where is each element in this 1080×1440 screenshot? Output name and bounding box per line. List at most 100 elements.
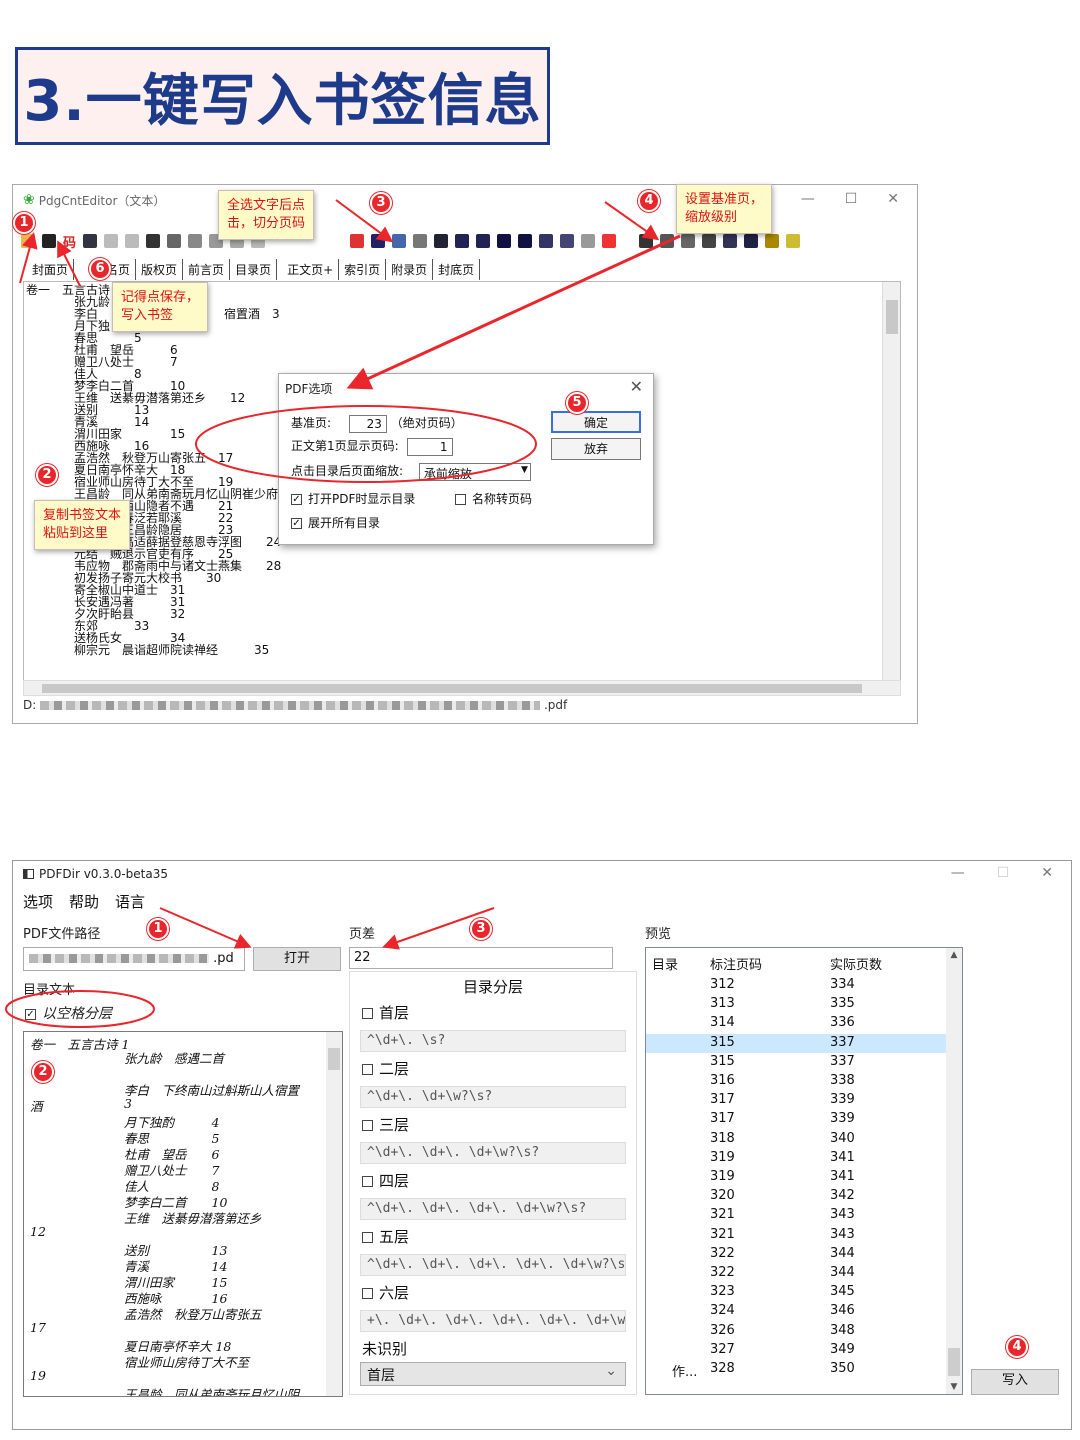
- toc-line[interactable]: 渭川田家 15: [124, 1275, 228, 1290]
- grid-icon[interactable]: [639, 234, 654, 248]
- tree-line[interactable]: 月下独: [74, 319, 111, 333]
- cancel-button[interactable]: 放弃: [551, 438, 641, 460]
- tree-line[interactable]: 卷一 五言古诗: [26, 283, 111, 297]
- tree-line[interactable]: 送别 13: [74, 403, 150, 417]
- scroll-thumb[interactable]: [948, 1348, 960, 1376]
- tree-line[interactable]: 王昌龄 同从弟南斋玩月忆山阴崔少府: [74, 487, 279, 501]
- toc-line[interactable]: 春思 5: [124, 1131, 220, 1146]
- minimize-icon[interactable]: —: [950, 865, 965, 881]
- col-header-marked-page[interactable]: 标注页码: [710, 958, 763, 973]
- tree-line[interactable]: 李白: [74, 307, 99, 321]
- tree-line[interactable]: 夕次盱眙县 32: [74, 607, 186, 621]
- level-3-regex-input[interactable]: ^\d+\. \d+\. \d+\w?\s?: [360, 1142, 626, 1164]
- tree-line[interactable]: 宿业师山房待丁大不至 19: [74, 475, 234, 489]
- toc-line[interactable]: 佳人 8: [124, 1179, 220, 1194]
- code-icon[interactable]: 码: [63, 235, 77, 251]
- toc-line[interactable]: 3: [124, 1096, 132, 1111]
- export-icon[interactable]: [660, 234, 675, 248]
- level-5-row[interactable]: 五层: [362, 1226, 409, 1247]
- frame-icon[interactable]: [581, 234, 596, 248]
- level-6-row[interactable]: 六层: [362, 1282, 409, 1303]
- tree-line[interactable]: 元结 贼退示官吏有序 25: [74, 547, 234, 561]
- name-to-page-checkbox[interactable]: [455, 494, 466, 505]
- tree-line[interactable]: 杜甫 望岳 6: [74, 343, 178, 357]
- toc-line[interactable]: 杜甫 望岳 6: [124, 1147, 220, 1162]
- tree-line[interactable]: 西施咏 16: [74, 439, 150, 453]
- name-to-page-row[interactable]: 名称转页码: [455, 490, 532, 507]
- toc-line[interactable]: 月下独酌 4: [124, 1115, 220, 1130]
- vertical-scrollbar[interactable]: ▲ ▼: [946, 948, 962, 1394]
- tree-line[interactable]: 张九龄: [74, 295, 111, 309]
- level2-icon[interactable]: [560, 234, 575, 248]
- move-down-icon[interactable]: [518, 234, 533, 248]
- base-page-input[interactable]: 23: [348, 414, 387, 433]
- level-6-checkbox[interactable]: [362, 1288, 373, 1299]
- screen-icon[interactable]: [744, 234, 759, 248]
- toc-line[interactable]: 酒: [30, 1099, 43, 1114]
- toc-line[interactable]: 12: [30, 1224, 46, 1239]
- tree-line[interactable]: 春思 5: [74, 331, 142, 345]
- move-up-icon[interactable]: [497, 234, 512, 248]
- tab-appendix[interactable]: 附录页: [386, 259, 434, 280]
- toc-line[interactable]: 19: [30, 1368, 46, 1383]
- list-icon[interactable]: [83, 234, 98, 248]
- toc-line[interactable]: 卷一 五言古诗 1: [30, 1037, 130, 1052]
- level-4-row[interactable]: 四层: [362, 1170, 409, 1191]
- save-icon[interactable]: [42, 234, 56, 248]
- toc-line[interactable]: 青溪 14: [124, 1259, 228, 1274]
- expand-all-checkbox[interactable]: ✓: [291, 518, 302, 529]
- scroll-thumb[interactable]: [886, 300, 898, 334]
- vertical-scrollbar[interactable]: [326, 1032, 342, 1396]
- toc-line[interactable]: 张九龄 感遇二首: [124, 1051, 225, 1066]
- scroll-thumb[interactable]: [42, 684, 862, 693]
- close-icon[interactable]: ✕: [1041, 865, 1053, 881]
- level-1-row[interactable]: 首层: [362, 1002, 409, 1023]
- toc-line[interactable]: 李白 下终南山过斛斯山人宿置: [124, 1083, 300, 1098]
- plus-icon[interactable]: [413, 234, 428, 248]
- tab-body[interactable]: 正文页+: [277, 259, 340, 280]
- level-3-checkbox[interactable]: [362, 1120, 373, 1131]
- level-4-regex-input[interactable]: ^\d+\. \d+\. \d+\. \d+\w?\s?: [360, 1198, 626, 1220]
- pdf-path-input[interactable]: .pd: [23, 947, 245, 971]
- show-toc-checkbox[interactable]: ✓: [291, 494, 302, 505]
- level-5-regex-input[interactable]: ^\d+\. \d+\. \d+\. \d+\. \d+\w?\s?: [360, 1254, 626, 1276]
- minimize-icon[interactable]: —: [800, 191, 815, 207]
- outdent-icon[interactable]: [476, 234, 491, 248]
- tree-line[interactable]: 渭川田家 15: [74, 427, 186, 441]
- redo-icon[interactable]: [188, 234, 203, 248]
- toc-line[interactable]: 孟浩然 秋登万山寄张五: [124, 1307, 262, 1322]
- tree-line[interactable]: 长安遇冯著 31: [74, 595, 186, 609]
- toc-line[interactable]: 宿业师山房待丁大不至: [124, 1355, 250, 1370]
- tree-line[interactable]: 初发扬子寄元大校书 30: [74, 571, 222, 585]
- tree-line[interactable]: 韦应物 郡斋雨中与诸文士燕集 28: [74, 559, 282, 573]
- open-folder-icon[interactable]: [21, 234, 35, 248]
- space-layer-row[interactable]: ✓以空格分层: [25, 1003, 112, 1023]
- csv-icon[interactable]: [681, 234, 696, 248]
- tab-preface[interactable]: 前言页: [183, 259, 231, 280]
- tree-line[interactable]: 柳宗元 晨诣超师院读禅经 35: [74, 643, 270, 657]
- scroll-down-icon[interactable]: ▼: [950, 1382, 958, 1392]
- toc-line[interactable]: 梦李白二首 10: [124, 1195, 228, 1210]
- maximize-icon[interactable]: ☐: [844, 191, 858, 207]
- tree-line[interactable]: 梦李白二首 10: [74, 379, 186, 393]
- expand-all-row[interactable]: ✓展开所有目录: [291, 514, 380, 531]
- import-icon[interactable]: [702, 234, 717, 248]
- level-icon[interactable]: [539, 234, 554, 248]
- cut-icon[interactable]: [104, 234, 119, 248]
- col-header-actual-page[interactable]: 实际页数: [830, 958, 883, 973]
- copy-icon[interactable]: [125, 234, 140, 248]
- tree-line[interactable]: 佳人 8: [74, 367, 142, 381]
